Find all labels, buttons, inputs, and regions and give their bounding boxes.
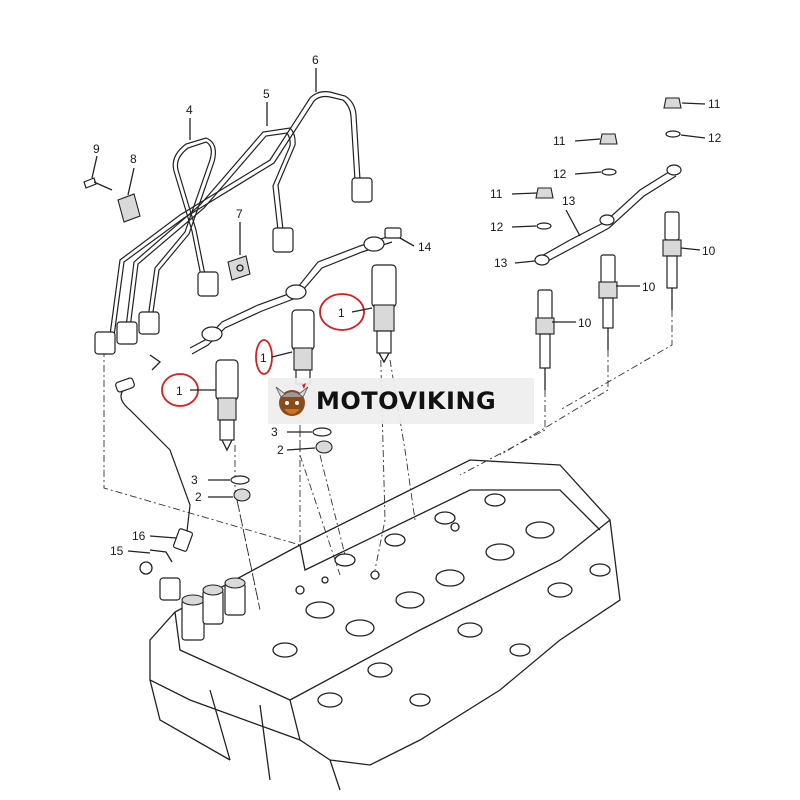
injection-pipes xyxy=(94,91,373,355)
callout-15: 15 xyxy=(110,544,124,558)
glow-plug-left xyxy=(535,289,555,390)
callout-12: 12 xyxy=(708,131,722,145)
bracket-clamp xyxy=(227,255,251,281)
guide-lines xyxy=(103,310,673,611)
head-fittings xyxy=(159,577,246,641)
callout-12: 12 xyxy=(553,167,567,181)
callout-8: 8 xyxy=(130,152,137,166)
injector-middle xyxy=(291,309,315,385)
callout-10: 10 xyxy=(642,280,656,294)
clamp-bolt xyxy=(83,177,113,191)
glow-plug-bus-bar xyxy=(534,164,682,266)
leader-lines xyxy=(91,68,706,554)
callout-1: 1 xyxy=(176,384,183,398)
brand-watermark: MOTOVIKING xyxy=(268,378,534,424)
callout-13: 13 xyxy=(562,194,576,208)
injector-left xyxy=(215,359,239,452)
callout-6: 6 xyxy=(312,53,319,67)
cylinder-head xyxy=(149,459,621,791)
callout-1: 1 xyxy=(260,351,267,365)
callout-5: 5 xyxy=(263,87,270,101)
callout-11: 11 xyxy=(708,97,721,111)
callout-10: 10 xyxy=(702,244,716,258)
viking-logo-icon xyxy=(275,383,309,416)
injector-right xyxy=(371,264,397,364)
callout-14: 14 xyxy=(418,240,432,254)
washers-left xyxy=(230,475,251,502)
callout-11: 11 xyxy=(553,134,566,148)
callout-9: 9 xyxy=(93,142,100,156)
callout-2: 2 xyxy=(277,443,284,457)
leak-off-pipe xyxy=(189,227,402,355)
highlight-circle xyxy=(319,293,365,331)
glow-plug-middle xyxy=(598,254,618,350)
head-ports xyxy=(272,493,611,708)
callout-12: 12 xyxy=(490,220,504,234)
glow-plug-right xyxy=(662,211,682,310)
callout-3: 3 xyxy=(191,473,198,487)
nuts-and-washers xyxy=(535,97,682,230)
brand-name: MOTOVIKING xyxy=(316,387,497,415)
callout-7: 7 xyxy=(236,207,243,221)
callout-4: 4 xyxy=(186,103,193,117)
callout-1: 1 xyxy=(338,306,345,320)
callout-13: 13 xyxy=(494,256,508,270)
washers-middle xyxy=(312,427,333,454)
callout-2: 2 xyxy=(195,490,202,504)
callout-16: 16 xyxy=(132,529,146,543)
pipe-clamp xyxy=(117,193,141,223)
callout-11: 11 xyxy=(490,187,503,201)
callout-10: 10 xyxy=(578,316,592,330)
callout-3: 3 xyxy=(271,425,278,439)
callout-labels: 1 1 1 3 2 3 2 4 5 6 7 8 9 14 10 10 10 11… xyxy=(93,53,722,558)
sensor-wire xyxy=(115,354,194,575)
